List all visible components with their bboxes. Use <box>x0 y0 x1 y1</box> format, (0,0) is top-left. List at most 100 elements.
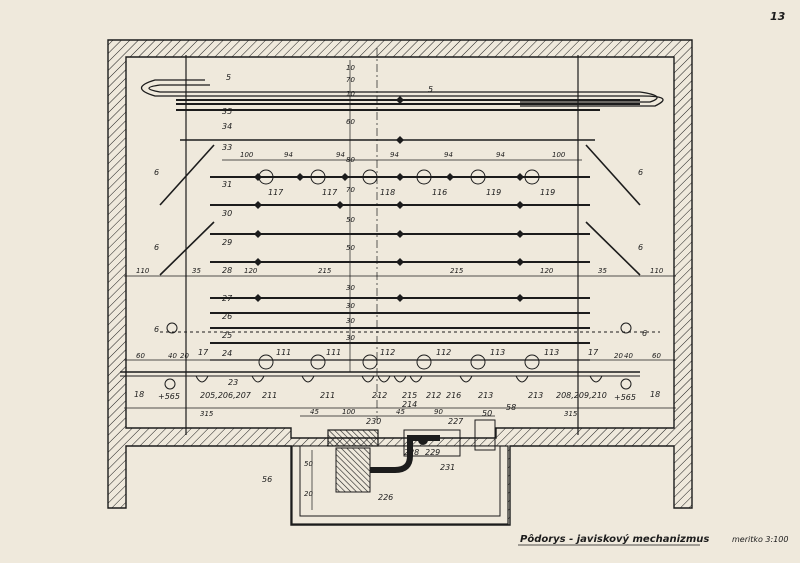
label-27: 27 <box>222 294 233 303</box>
dim-90: 90 <box>434 408 443 416</box>
label-26: 26 <box>222 312 232 321</box>
label-119b: 119 <box>540 188 555 197</box>
label-119a: 119 <box>486 188 501 197</box>
label-215: 215 <box>402 391 417 400</box>
diagonal-cables <box>159 144 641 276</box>
dim-315a: 315 <box>200 410 214 418</box>
drum <box>335 447 371 493</box>
label-29: 29 <box>222 238 232 247</box>
dimension-lines <box>124 60 676 510</box>
label-111a: 111 <box>276 348 291 357</box>
drawing-caption: Pôdorys - javiskový mechanizmus <box>520 533 709 545</box>
label-213a: 213 <box>478 391 493 400</box>
label-56: 56 <box>262 475 272 484</box>
label-208: 208,209,210 <box>556 391 607 400</box>
vdim-30b: 30 <box>346 302 355 310</box>
label-6e: 6 <box>638 243 643 252</box>
motor-housing <box>403 429 461 457</box>
label-229: 229 <box>425 448 440 457</box>
vdim-50a: 50 <box>346 216 355 224</box>
label-211b: 211 <box>320 391 335 400</box>
label-25: 25 <box>222 331 232 340</box>
dim-100b: 100 <box>552 151 566 159</box>
label-6a: 6 <box>154 168 159 177</box>
label-117a: 117 <box>268 188 284 197</box>
label-116: 116 <box>432 188 447 197</box>
dim-94d: 94 <box>444 151 453 159</box>
side-anchors <box>160 322 660 390</box>
label-34: 34 <box>222 122 232 131</box>
page-number: 13 <box>770 10 786 23</box>
vdim-50b: 50 <box>346 244 355 252</box>
label-212a: 212 <box>372 391 387 400</box>
label-6b: 6 <box>154 243 159 252</box>
label-565b: +565 <box>614 393 636 402</box>
label-230: 230 <box>366 417 381 426</box>
dim-45a: 45 <box>310 408 319 416</box>
label-28: 28 <box>222 266 232 275</box>
label-113b: 113 <box>544 348 559 357</box>
dim-45b: 45 <box>396 408 405 416</box>
label-214: 214 <box>402 400 417 409</box>
dim-215a: 215 <box>318 267 332 275</box>
dim-40b: 40 <box>624 352 633 360</box>
dim-50v: 50 <box>304 460 313 468</box>
label-205: 205,206,207 <box>200 391 252 400</box>
label-18a: 18 <box>134 390 144 399</box>
label-228: 228 <box>404 448 419 457</box>
dim-20a: 20 <box>180 352 189 360</box>
drawing-scale: meritko 3:100 <box>732 535 789 544</box>
label-18b: 18 <box>650 390 660 399</box>
label-231: 231 <box>440 463 455 472</box>
label-216: 216 <box>446 391 461 400</box>
dim-94a: 94 <box>284 151 293 159</box>
drum-box <box>327 429 379 447</box>
label-50: 50 <box>482 409 492 418</box>
gear-block <box>474 419 496 451</box>
pit-machinery <box>327 419 496 493</box>
stage-walls <box>107 39 693 526</box>
batten-markers <box>254 96 524 302</box>
label-112a: 112 <box>380 348 395 357</box>
label-117b: 117 <box>322 188 338 197</box>
label-17b: 17 <box>588 348 599 357</box>
dim-120a: 120 <box>244 267 258 275</box>
label-227: 227 <box>448 417 464 426</box>
vdim-10a: 10 <box>346 64 355 72</box>
label-111b: 111 <box>326 348 341 357</box>
label-6d: 6 <box>638 168 643 177</box>
label-211a: 211 <box>262 391 277 400</box>
label-33: 33 <box>222 143 232 152</box>
label-35: 35 <box>222 107 232 116</box>
dim-100a: 100 <box>240 151 254 159</box>
label-30: 30 <box>222 209 232 218</box>
label-6f: 6 <box>642 329 647 338</box>
label-17a: 17 <box>198 348 209 357</box>
label-112b: 112 <box>436 348 451 357</box>
dim-35a: 35 <box>192 267 201 275</box>
dim-110b: 110 <box>650 267 664 275</box>
label-31: 31 <box>222 180 232 189</box>
dim-20v: 20 <box>304 490 313 498</box>
dim-94e: 94 <box>496 151 505 159</box>
label-24: 24 <box>222 349 232 358</box>
dim-215b: 215 <box>450 267 464 275</box>
dim-40: 40 <box>168 352 177 360</box>
dim-35b: 35 <box>598 267 607 275</box>
vdim-80: 80 <box>346 156 355 164</box>
vdim-30a: 30 <box>346 284 355 292</box>
vdim-70b: 70 <box>346 186 355 194</box>
dim-94b: 94 <box>336 151 345 159</box>
motor-wheel <box>418 435 428 445</box>
dim-60a: 60 <box>136 352 145 360</box>
label-118: 118 <box>380 188 395 197</box>
label-5b: 5 <box>428 85 433 94</box>
dim-120b: 120 <box>540 267 554 275</box>
label-6c: 6 <box>154 325 159 334</box>
vdim-70: 70 <box>346 76 355 84</box>
dim-315b: 315 <box>564 410 578 418</box>
vdim-60: 60 <box>346 118 355 126</box>
dimension-values: 100 94 94 94 94 94 100 110 35 120 215 21… <box>136 64 664 498</box>
dim-94c: 94 <box>390 151 399 159</box>
